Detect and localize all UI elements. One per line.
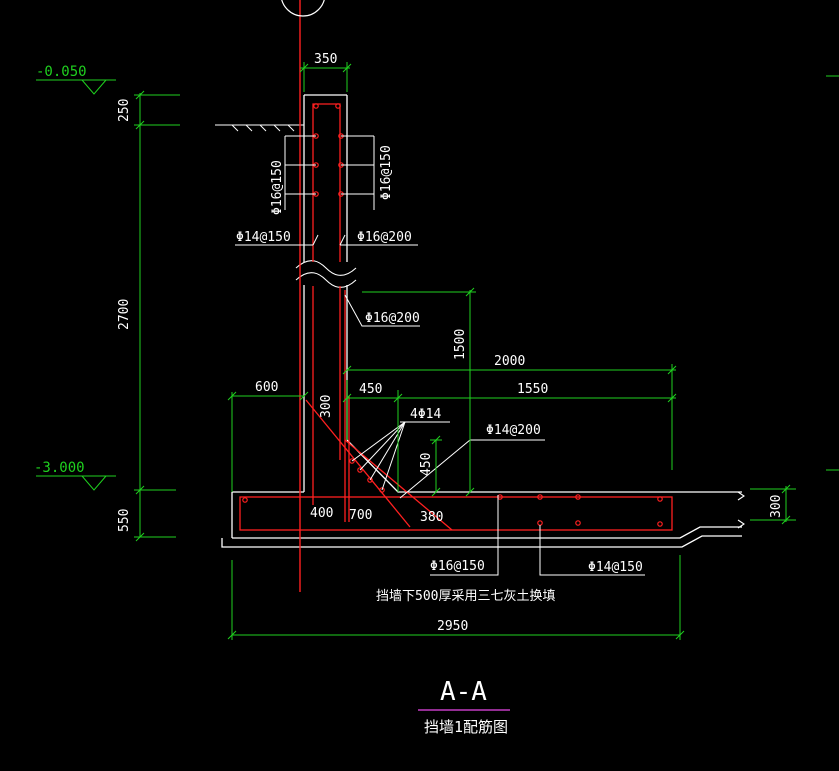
dim-base-380: 380	[420, 510, 443, 525]
ground-hatch	[215, 124, 304, 132]
section-title: 挡墙1配筋图	[424, 718, 508, 736]
dim-total-width: 2950	[437, 619, 468, 634]
dim-haunch-h-450: 450	[359, 382, 382, 397]
dim-heel-width: 2000	[494, 354, 525, 369]
dim-base-400: 400	[310, 506, 333, 521]
rebar-label-slab-bottom-right: Φ14@150	[588, 560, 643, 575]
dim-haunch-450-right: 450	[419, 453, 434, 476]
dim-wall-thickness: 350	[314, 52, 337, 67]
rebar-label-haunch-bars: 4Φ14	[410, 407, 441, 422]
elevation-bottom-label: -3.000	[34, 460, 85, 476]
dim-top-offset: 250	[117, 99, 132, 122]
dim-footing-thickness: 550	[117, 509, 132, 532]
elevation-top-label: -0.050	[36, 64, 87, 80]
rebar-label-inner-wall: Φ16@200	[365, 311, 420, 326]
rebar-label-wall-left-horizontal: Φ14@150	[236, 230, 291, 245]
rebar-label-wall-right-vertical: Φ16@150	[379, 145, 394, 200]
dimension-lines	[36, 62, 839, 640]
rebar-lines	[239, 103, 673, 531]
rebar-label-slab-bottom-left: Φ16@150	[430, 559, 485, 574]
dim-haunch-height: 1500	[453, 329, 468, 360]
dim-haunch-v-300: 300	[319, 395, 334, 418]
dim-wall-height: 2700	[117, 299, 132, 330]
dim-heel-remaining: 1550	[517, 382, 548, 397]
rebar-dots	[242, 103, 663, 527]
dim-base-700: 700	[349, 508, 372, 523]
dim-slab-300: 300	[769, 495, 784, 518]
rebar-label-wall-right-horizontal: Φ16@200	[357, 230, 412, 245]
backfill-note: 挡墙下500厚采用三七灰土换填	[376, 589, 555, 604]
rebar-label-wall-left-vertical: Φ16@150	[270, 160, 285, 215]
rebar-label-slab-top: Φ14@200	[486, 423, 541, 438]
break-line-marks	[295, 260, 745, 529]
section-mark: A-A	[440, 677, 487, 707]
axis-bubble	[281, 0, 325, 17]
dim-toe-width: 600	[255, 380, 278, 395]
